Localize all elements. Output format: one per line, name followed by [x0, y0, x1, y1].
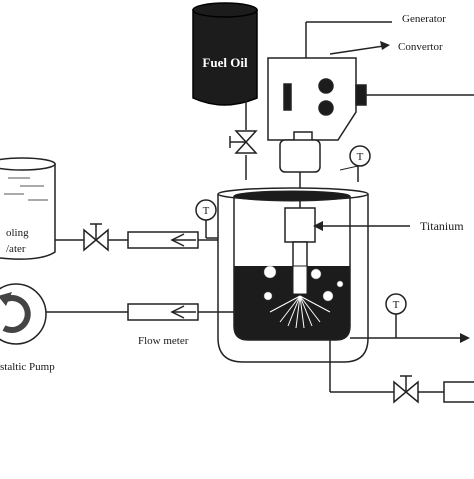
- drain-valve: [393, 375, 419, 404]
- temp-probe-top: T: [339, 145, 371, 182]
- convertor-arrow: [329, 41, 390, 55]
- temp-symbol: T: [393, 299, 400, 311]
- drain-line: [329, 340, 444, 393]
- cooling-water-label-2: /ater: [6, 243, 26, 255]
- drain-collector: [443, 381, 474, 403]
- reactor-vessel: [233, 190, 351, 341]
- bubbles: [263, 265, 344, 302]
- pump-flow-meter: [127, 303, 199, 321]
- generator-label: Generator: [402, 13, 446, 25]
- temp-probe-inlet: T: [195, 199, 217, 238]
- flow-meter-label: Flow meter: [138, 335, 189, 347]
- cooling-flow-meter: [127, 231, 199, 249]
- titanium-label: Titanium: [420, 219, 464, 233]
- titanium-pointer: [313, 221, 410, 231]
- cooling-water-tank: oling /ater: [0, 157, 56, 260]
- peristaltic-pump-label: staltic Pump: [0, 361, 55, 373]
- fuel-oil-tank: Fuel Oil: [192, 2, 258, 106]
- cooling-water-line: [55, 237, 218, 241]
- temp-symbol: T: [203, 205, 210, 217]
- temp-probe-outlet: T: [385, 293, 407, 338]
- cooling-water-label-1: oling: [6, 227, 29, 239]
- cooling-water-valve: [83, 223, 109, 252]
- generator-convertor-unit: [267, 21, 474, 141]
- fuel-oil-label: Fuel Oil: [202, 55, 248, 70]
- temp-symbol: T: [357, 151, 364, 163]
- peristaltic-pump: [0, 283, 47, 345]
- convertor-label: Convertor: [398, 41, 443, 53]
- fuel-valve: [229, 130, 258, 154]
- ultrasonic-spray: [269, 295, 331, 329]
- product-outlet-line: [350, 333, 470, 343]
